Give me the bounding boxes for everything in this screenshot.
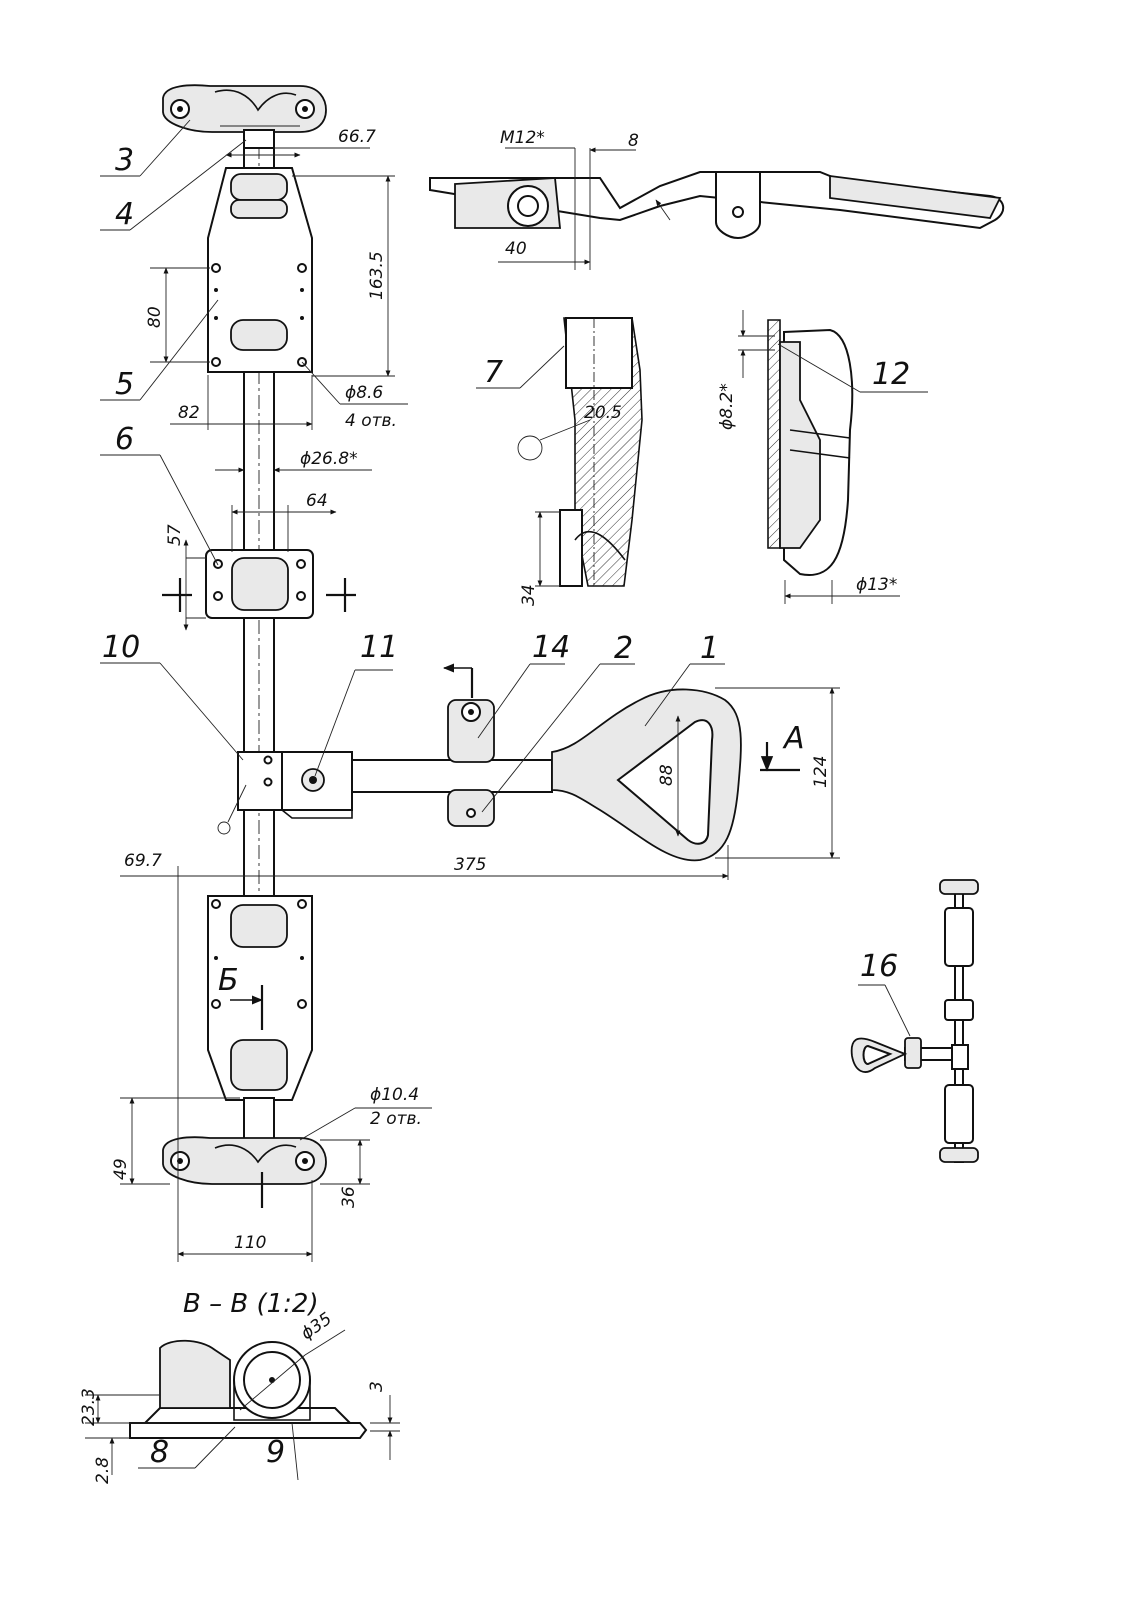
dim-13: ϕ13*: [856, 575, 897, 595]
main-rod-assembly: [162, 84, 800, 1208]
callout-leaders: [100, 119, 725, 835]
dim-40: 40: [505, 239, 527, 259]
section-b-marker: Б: [218, 963, 239, 998]
dim-69-7: 69.7: [124, 851, 162, 871]
dim-10-4: ϕ10.4: [370, 1085, 419, 1105]
dim-80: 80: [145, 306, 165, 328]
section-b-b: [85, 1329, 400, 1481]
dim-3: 3: [367, 1381, 387, 1392]
dim-8-6: ϕ8.6: [345, 383, 383, 403]
callout-6: 6: [115, 422, 134, 457]
callout-numbers: 1 2 3 4 5 6 7 8 9 10 11 12 14 16: [102, 143, 910, 1470]
side-view-top: [429, 147, 1005, 270]
overview-thumbnail: [850, 879, 979, 1163]
dim-2-holes: 2 отв.: [370, 1109, 422, 1129]
section-title: В – В (1:2): [183, 1289, 319, 1319]
callout-1: 1: [700, 631, 719, 666]
callout-16: 16: [860, 949, 898, 984]
dim-110: 110: [234, 1233, 266, 1253]
bottom-cam-lever: [162, 1097, 327, 1208]
callout-10: 10: [102, 630, 140, 665]
dim-8: 8: [628, 131, 639, 151]
callout-12: 12: [872, 357, 910, 392]
callout-11: 11: [360, 630, 398, 665]
callout-9: 9: [266, 1435, 285, 1470]
dim-49: 49: [111, 1158, 131, 1180]
triangle-handle: [551, 688, 800, 862]
top-cam-lever: [162, 84, 327, 149]
view-a-marker: A: [782, 721, 805, 756]
callout-7: 7: [484, 355, 503, 390]
callout-2: 2: [614, 631, 633, 666]
dim-23-3: 23.3: [79, 1388, 99, 1426]
view-markers: A Б В – В (1:2): [183, 721, 805, 1319]
section-view-7: [476, 317, 643, 587]
dimension-lines: [120, 147, 840, 1262]
dim-8-2: ϕ8.2*: [717, 383, 737, 430]
dim-26-8: ϕ26.8*: [300, 449, 358, 469]
section-view-12: [738, 310, 928, 604]
dim-88: 88: [657, 764, 677, 786]
callout-14: 14: [532, 630, 570, 665]
dim-66-7: 66.7: [338, 127, 376, 147]
dim-64: 64: [306, 491, 328, 511]
dim-163-5: 163.5: [367, 251, 387, 300]
callout-3: 3: [115, 143, 134, 178]
dim-2-8: 2.8: [93, 1457, 113, 1484]
dim-82: 82: [178, 403, 200, 423]
dim-20-5: 20.5: [584, 403, 622, 423]
dim-m12: M12*: [500, 128, 545, 148]
dim-375: 375: [454, 855, 486, 875]
handle-arm: [351, 663, 553, 827]
handle-hub: [237, 751, 353, 819]
callout-5: 5: [115, 367, 134, 402]
lower-rod-bracket: [207, 895, 313, 1101]
upper-rod-bracket: [207, 167, 313, 373]
callout-4: 4: [115, 197, 134, 232]
dim-57: 57: [165, 524, 185, 546]
dim-124: 124: [811, 756, 831, 788]
callout-8: 8: [150, 1435, 169, 1470]
dim-34: 34: [519, 584, 539, 606]
middle-rod-guide: [162, 549, 356, 619]
dim-4-holes: 4 отв.: [345, 411, 397, 431]
dimension-texts: 66.7 163.5 80 82 ϕ8.6 4 отв. ϕ26.8* 64 5…: [79, 127, 897, 1484]
dim-36: 36: [339, 1186, 359, 1208]
